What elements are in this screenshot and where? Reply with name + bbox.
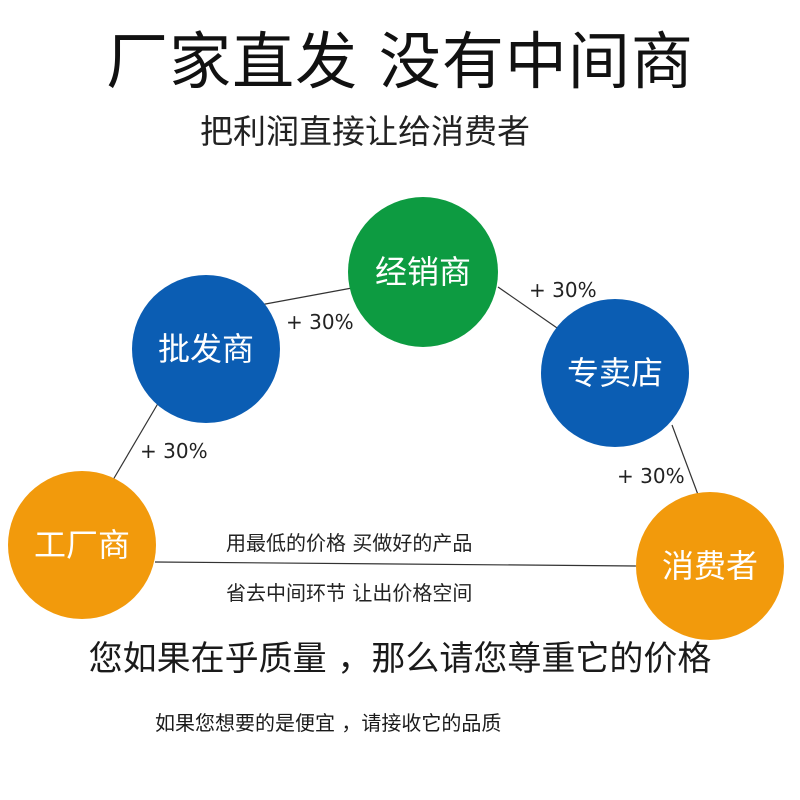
factory-label: 工厂商	[34, 526, 130, 564]
headline: 厂家直发 没有中间商	[106, 25, 694, 98]
footer-main: 您如果在乎质量 ，那么请您尊重它的价格	[88, 639, 712, 679]
line-factory-consumer-direct	[154, 561, 641, 567]
direct-line-bottom-note: 省去中间环节 让出价格空间	[226, 581, 472, 605]
direct-line-top-note: 用最低的价格 买做好的产品	[226, 531, 472, 555]
markup-wholesaler-distributor: + 30%	[286, 310, 354, 334]
subhead: 把利润直接让给消费者	[200, 112, 530, 151]
markup-factory-wholesaler: + 30%	[140, 439, 208, 463]
line-wholesaler-distributor	[259, 287, 353, 306]
markup-distributor-retailer: + 30%	[529, 278, 597, 302]
wholesaler-label: 批发商	[158, 330, 254, 368]
retailer-circle	[541, 299, 689, 447]
markup-retailer-consumer: + 30%	[617, 464, 685, 488]
distributor-label: 经销商	[375, 253, 471, 291]
line-factory-wholesaler	[109, 399, 161, 486]
wholesaler-circle	[132, 275, 280, 423]
consumer-circle	[636, 492, 784, 640]
line-distributor-retailer	[497, 286, 561, 331]
distributor-circle	[348, 197, 498, 347]
retailer-label: 专卖店	[567, 354, 663, 392]
factory-circle	[8, 471, 156, 619]
consumer-label: 消费者	[662, 547, 758, 585]
line-retailer-consumer	[671, 424, 701, 501]
footer-sub: 如果您想要的是便宜 ，请接收它的品质	[155, 711, 502, 735]
